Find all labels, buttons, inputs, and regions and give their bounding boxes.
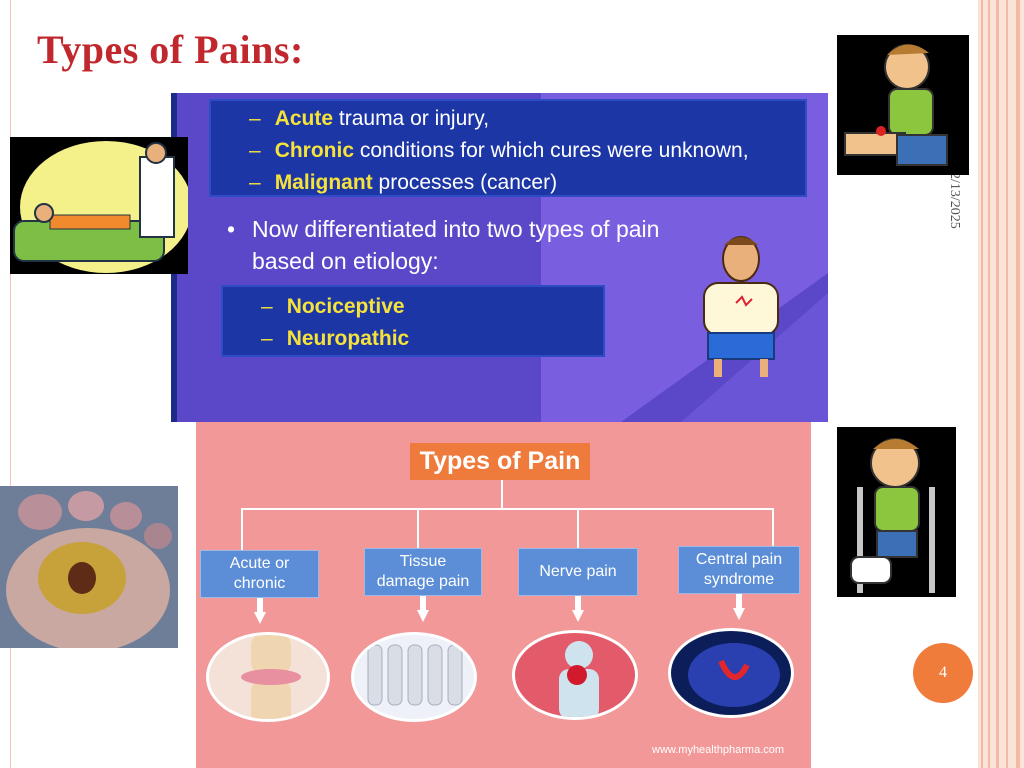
bullet-text-line-1: Now differentiated into two types of pai… <box>252 216 660 242</box>
history-types-box: –Acute trauma or injury, –Chronic condit… <box>209 99 807 197</box>
neuropathic-line: –Neuropathic <box>261 327 410 350</box>
nerve-pain-body-illustration <box>512 630 638 720</box>
page-number-badge: 4 <box>913 643 973 703</box>
stomach-ache-boy-illustration <box>703 236 779 377</box>
pain-types-slide-image: –Acute trauma or injury, –Chronic condit… <box>171 93 828 422</box>
connector-bar <box>241 508 774 510</box>
nociceptive-line: –Nociceptive <box>261 295 405 318</box>
arrow-down-icon <box>733 594 745 620</box>
left-frame-line <box>10 0 11 768</box>
connector-3 <box>577 508 579 548</box>
category-box-nerve-pain: Nerve pain <box>518 548 638 596</box>
connector-2 <box>417 508 419 548</box>
connector-1 <box>241 508 243 550</box>
boy-on-crutches-clipart <box>837 427 956 597</box>
arrow-down-icon <box>572 596 584 622</box>
brain-illustration <box>668 628 794 718</box>
source-credit: www.myhealthpharma.com <box>652 744 785 756</box>
slide-title: Types of Pains: <box>37 27 304 72</box>
injured-knee-boy-clipart <box>837 35 969 175</box>
doctor-patient-clipart <box>10 137 188 274</box>
malignant-line: –Malignant processes (cancer) <box>249 171 558 194</box>
joint-illustration <box>206 632 330 722</box>
right-decorative-border <box>978 0 1024 768</box>
bullet-text-line-2: based on etiology: <box>252 248 439 274</box>
diagram-title: Types of Pain <box>410 443 590 480</box>
bullet-marker: • <box>227 216 236 242</box>
spine-tissue-illustration <box>351 632 477 722</box>
connector-4 <box>772 508 774 546</box>
arrow-down-icon <box>254 598 266 624</box>
acute-line: –Acute trauma or injury, <box>249 107 490 130</box>
arrow-down-icon <box>417 596 429 622</box>
diabetic-foot-ulcer-photo <box>0 486 178 648</box>
chronic-line: –Chronic conditions for which cures were… <box>249 139 749 162</box>
etiology-types-box: –Nociceptive –Neuropathic <box>221 285 605 357</box>
date-label: 2/13/2025 <box>947 172 962 229</box>
connector-stem <box>501 480 503 508</box>
